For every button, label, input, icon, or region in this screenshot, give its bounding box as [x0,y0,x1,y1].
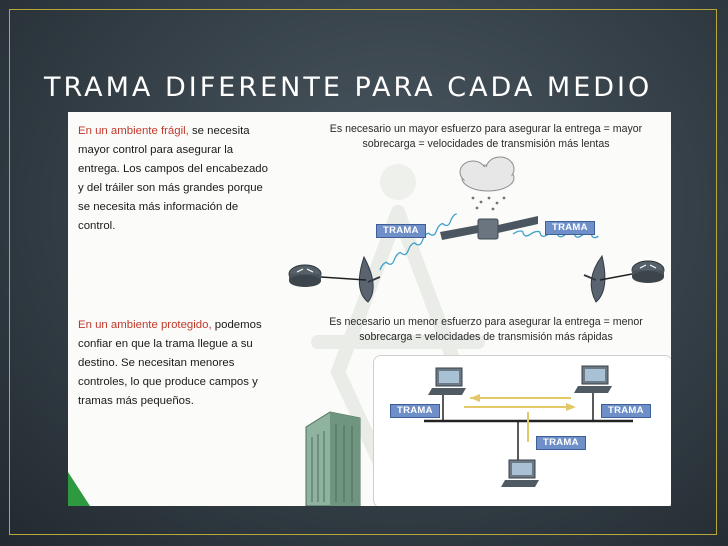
building-icon [305,411,361,506]
protected-caption-line1: Es necesario un menor esfuerzo para aseg… [329,316,643,328]
satellite-icon [440,216,538,240]
frame-label-protected-left: TRAMA [390,404,440,418]
fragile-caption-line1: Es necesario un mayor esfuerzo para aseg… [329,123,643,135]
protected-body: podemos confiar en que la trama llegue a… [78,319,262,407]
fragile-body: se necesita mayor control para asegurar … [78,125,268,232]
protected-lead: En un ambiente protegido, [78,319,212,331]
fragile-caption-line2: sobrecarga = velocidades de transmisión … [362,138,610,150]
corner-mark [68,472,90,506]
computer-left-icon [428,367,466,395]
frame-label-protected-bottom: TRAMA [536,436,586,450]
fragile-lead: En un ambiente frágil, [78,125,189,137]
rain-icon [471,196,506,211]
protected-caption: Es necesario un menor esfuerzo para aseg… [306,315,666,345]
protected-caption-line2: sobrecarga = velocidades de transmisión … [359,331,613,343]
frame-label-fragile-right: TRAMA [545,221,595,235]
fragile-text: En un ambiente frágil, se necesita mayor… [78,122,268,236]
cloud-icon [459,156,515,192]
frame-label-fragile-left: TRAMA [376,224,426,238]
fragile-caption: Es necesario un mayor esfuerzo para aseg… [306,122,666,152]
dish-right-icon [583,254,606,303]
frame-label-protected-right: TRAMA [601,404,651,418]
wired-diagram [68,365,633,506]
computer-bottom-icon [501,459,539,487]
dish-left-icon [358,255,381,303]
slide-title: TRAMA DIFERENTE PARA CADA MEDIO [44,72,653,103]
computer-right-icon [574,365,612,393]
slide-border [9,9,717,535]
diagram-panel: En un ambiente frágil, se necesita mayor… [68,112,671,506]
router-left-icon [288,264,322,287]
router-right-icon [631,260,665,283]
signal-left [379,213,457,271]
wireless-diagram [288,156,665,303]
protected-text: En un ambiente protegido, podemos confia… [78,316,268,411]
